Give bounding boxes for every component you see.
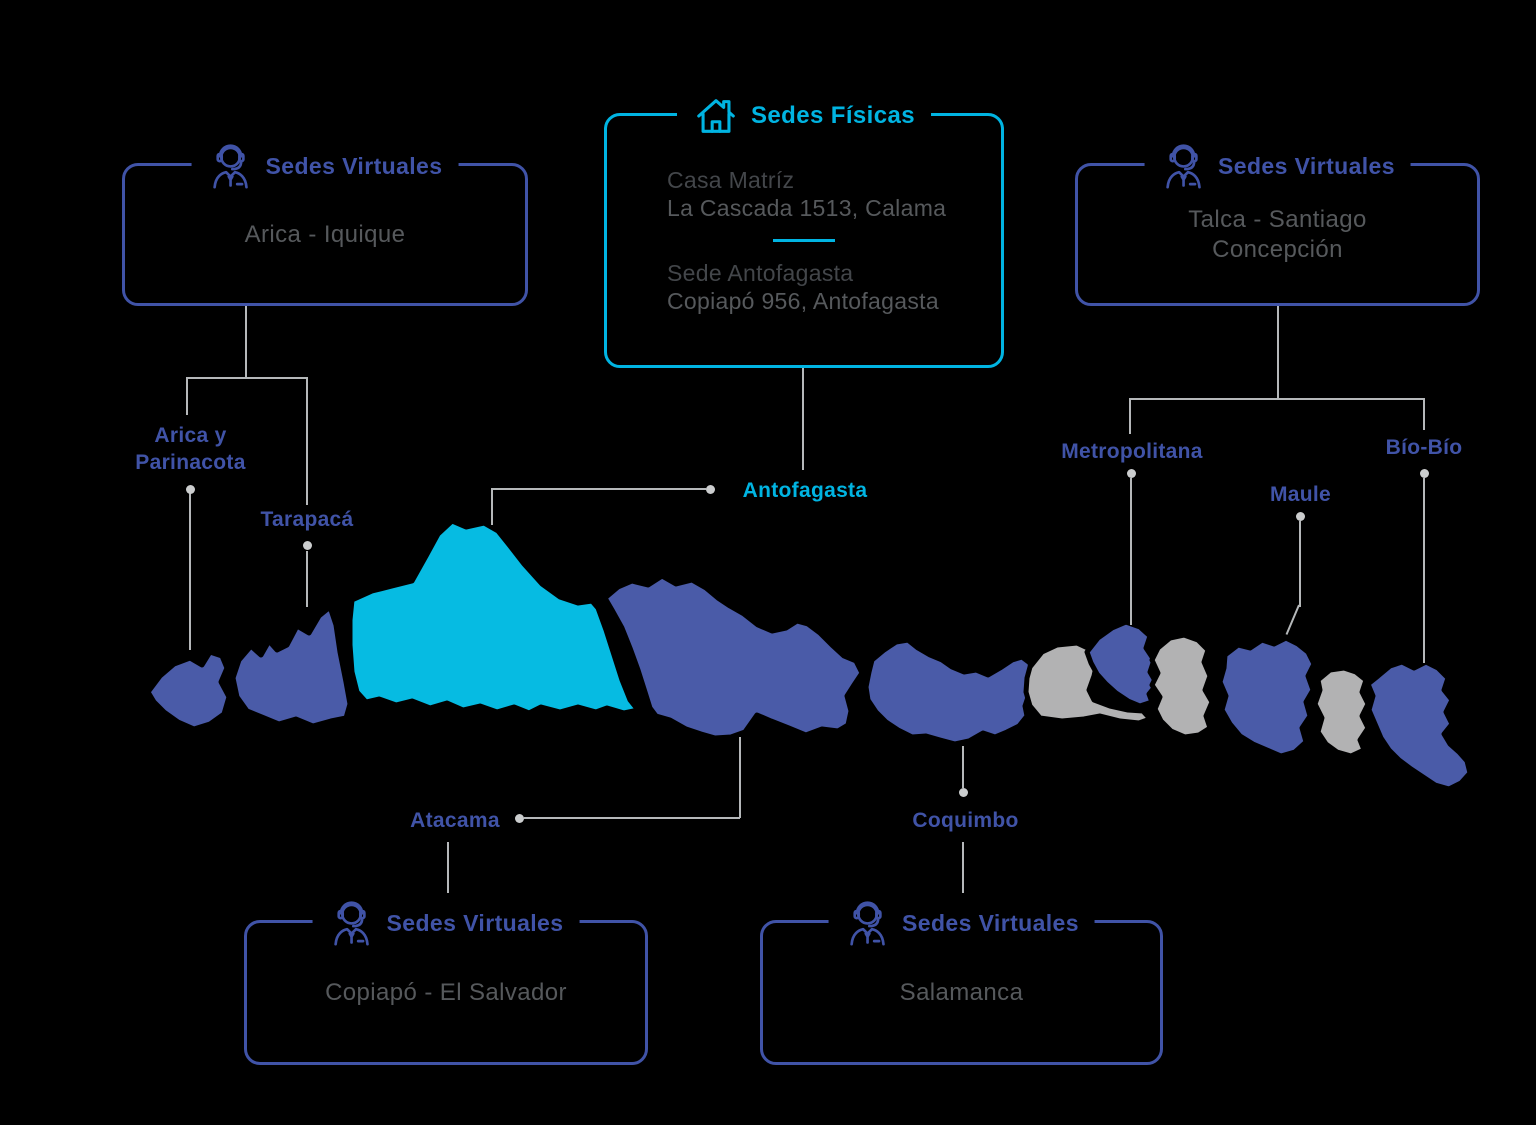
virtual-agent-icon <box>334 901 369 946</box>
connector-atacama-horizontal <box>524 817 740 819</box>
region-antofagasta <box>347 518 641 716</box>
label-antofagasta: Antofagasta <box>742 479 868 502</box>
connector-tarapaca-to-map <box>306 551 308 607</box>
sedes-virtuales-box-northeast: Sedes Virtuales Talca - Santiago Concepc… <box>1075 136 1480 306</box>
connector-dot-antofagasta <box>706 485 715 494</box>
label-tarapaca: Tarapacá <box>260 508 354 531</box>
box-header: Sedes Virtuales <box>828 893 1095 953</box>
site-address: Copiapó 956, Antofagasta <box>667 288 939 314</box>
connector-arica-to-map <box>189 492 191 650</box>
site-name: Sede Antofagasta <box>667 260 854 286</box>
connector-dot-arica <box>186 485 195 494</box>
site-casa-matriz: Casa Matríz La Cascada 1513, Calama <box>607 166 1001 222</box>
connector-to-metropolitana-label <box>1129 398 1131 434</box>
connector-to-biobio-label <box>1423 398 1425 430</box>
box-title: Sedes Virtuales <box>1218 152 1395 179</box>
connector-antofagasta-horizontal <box>492 488 706 490</box>
sedes-virtuales-box-southcenter: Sedes Virtuales Salamanca <box>760 893 1163 1065</box>
region-unlabeled-1 <box>1023 640 1153 726</box>
connector-ne-stem <box>1277 306 1279 399</box>
connector-dot-metropolitana <box>1127 469 1136 478</box>
connector-to-tarapaca-label <box>306 377 308 505</box>
connector-maule-to-map <box>1299 521 1301 607</box>
house-icon <box>697 99 735 133</box>
connector-dot-biobio <box>1420 469 1429 478</box>
site-antofagasta: Sede Antofagasta Copiapó 956, Antofagast… <box>607 259 1001 315</box>
connector-biobio-to-map <box>1423 478 1425 663</box>
box-title: Sedes Virtuales <box>386 909 564 936</box>
region-unlabeled-2 <box>1149 632 1215 740</box>
region-biobio <box>1365 659 1473 792</box>
content-line-1: Talca - Santiago <box>1188 205 1367 233</box>
box-title: Sedes Físicas <box>751 102 915 129</box>
region-unlabeled-3 <box>1312 665 1371 759</box>
region-maule <box>1217 635 1317 759</box>
label-arica-parinacota: Arica y Parinacota <box>135 424 246 474</box>
region-arica-parinacota <box>145 649 232 732</box>
box-content: Salamanca <box>899 978 1024 1006</box>
sedes-virtuales-box-northwest: Sedes Virtuales Arica - Iquique <box>122 136 528 306</box>
label-metropolitana: Metropolitana <box>1061 440 1203 463</box>
label-maule: Maule <box>1269 483 1331 506</box>
box-header: Sedes Físicas <box>677 86 931 146</box>
site-name: Casa Matríz <box>667 167 795 193</box>
box-header: Sedes Virtuales <box>1144 136 1411 196</box>
connector-antofagasta-to-map <box>491 488 493 525</box>
box-header: Sedes Virtuales <box>191 136 459 196</box>
content-line-2: Concepción <box>1212 235 1343 263</box>
divider <box>773 239 835 242</box>
sedes-virtuales-box-southwest: Sedes Virtuales Copiapó - El Salvador <box>244 893 648 1065</box>
box-content: Arica - Iquique <box>244 220 406 248</box>
region-coquimbo <box>863 637 1035 747</box>
connector-nw-stem <box>245 306 247 378</box>
connector-to-arica-label <box>186 377 188 415</box>
virtual-agent-icon <box>213 144 248 189</box>
region-atacama <box>602 573 865 741</box>
box-content: Casa Matríz La Cascada 1513, Calama Sede… <box>607 116 1001 365</box>
connector-metropolitana-to-map <box>1130 478 1132 625</box>
connector-fisicas-stem <box>802 368 804 470</box>
connector-atacama-from-map <box>739 737 741 818</box>
connector-dot-coquimbo <box>959 788 968 797</box>
site-address: La Cascada 1513, Calama <box>667 195 947 221</box>
virtual-agent-icon <box>1165 144 1201 189</box>
connector-coquimbo-from-map <box>962 746 964 788</box>
box-content: Talca - Santiago Concepción <box>1078 166 1477 303</box>
label-biobio: Bío-Bío <box>1385 436 1463 459</box>
box-title: Sedes Virtuales <box>902 909 1079 936</box>
sedes-fisicas-box: Sedes Físicas Casa Matríz La Cascada 151… <box>604 86 1004 368</box>
label-coquimbo: Coquimbo <box>912 809 1019 832</box>
region-metropolitana <box>1084 619 1160 709</box>
connector-dot-atacama <box>515 814 524 823</box>
connector-ne-cross <box>1130 398 1425 400</box>
region-tarapaca <box>230 604 353 729</box>
connector-dot-tarapaca <box>303 541 312 550</box>
connector-dot-maule <box>1296 512 1305 521</box>
connector-coquimbo-to-box <box>962 842 964 902</box>
box-title: Sedes Virtuales <box>265 152 443 179</box>
box-header: Sedes Virtuales <box>312 893 580 953</box>
label-atacama: Atacama <box>410 809 500 832</box>
box-content: Copiapó - El Salvador <box>325 978 567 1006</box>
connector-nw-cross <box>186 377 307 379</box>
virtual-agent-icon <box>849 901 885 946</box>
connector-atacama-to-box <box>447 842 449 902</box>
